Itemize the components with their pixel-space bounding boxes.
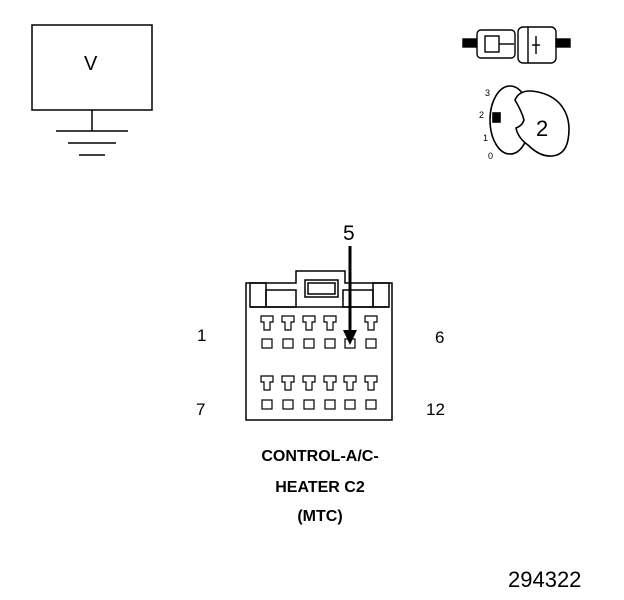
selector-position-1: 1 bbox=[483, 133, 489, 143]
pin-label-top-left: 1 bbox=[197, 326, 207, 345]
voltmeter-symbol bbox=[31, 24, 153, 156]
right-latch bbox=[372, 282, 390, 308]
cavity-12 bbox=[365, 399, 377, 410]
connector-title-line-3: (MTC) bbox=[297, 508, 343, 525]
cavity-6 bbox=[365, 338, 377, 349]
cavity-latch-3 bbox=[302, 315, 316, 331]
cavity-latch-12 bbox=[364, 375, 378, 391]
cavity-latch-2 bbox=[281, 315, 295, 331]
cavity-latch-6 bbox=[364, 315, 378, 331]
cavity-11 bbox=[344, 399, 356, 410]
lock-tab bbox=[304, 279, 339, 298]
left-latch bbox=[249, 282, 267, 308]
cavity-2 bbox=[282, 338, 294, 349]
voltmeter-label: V bbox=[84, 53, 98, 75]
cavity-3 bbox=[303, 338, 315, 349]
cavity-latch-1 bbox=[260, 315, 274, 331]
cavity-7 bbox=[261, 399, 273, 410]
cavity-latch-10 bbox=[323, 375, 337, 391]
test-probe-icon bbox=[462, 26, 571, 64]
callout-pin-number: 5 bbox=[343, 222, 355, 245]
selector-value: 2 bbox=[536, 116, 549, 141]
figure-number: 294322 bbox=[508, 567, 582, 592]
cavity-9 bbox=[303, 399, 315, 410]
cavity-latch-9 bbox=[302, 375, 316, 391]
cavity-10 bbox=[324, 399, 336, 410]
connector-title-line-1: CONTROL-A/C- bbox=[261, 448, 379, 465]
connector-title-line-2: HEATER C2 bbox=[275, 479, 365, 496]
terminal-cavities bbox=[260, 315, 378, 410]
pin-label-top-right: 6 bbox=[435, 328, 445, 347]
pin-callout-arrow bbox=[343, 246, 357, 345]
connector-outline bbox=[245, 270, 393, 421]
connector-face bbox=[245, 270, 393, 421]
pin-label-bottom-right: 12 bbox=[426, 400, 445, 419]
selector-position-2: 2 bbox=[479, 110, 485, 120]
selector-knob-icon bbox=[489, 85, 570, 157]
cavity-4 bbox=[324, 338, 336, 349]
cavity-latch-8 bbox=[281, 375, 295, 391]
selector-position-3: 3 bbox=[485, 88, 491, 98]
pin-label-bottom-left: 7 bbox=[196, 400, 206, 419]
selector-position-0: 0 bbox=[488, 151, 494, 161]
cavity-8 bbox=[282, 399, 294, 410]
cavity-latch-11 bbox=[343, 375, 357, 391]
cavity-latch-7 bbox=[260, 375, 274, 391]
cavity-1 bbox=[261, 338, 273, 349]
cavity-latch-4 bbox=[323, 315, 337, 331]
